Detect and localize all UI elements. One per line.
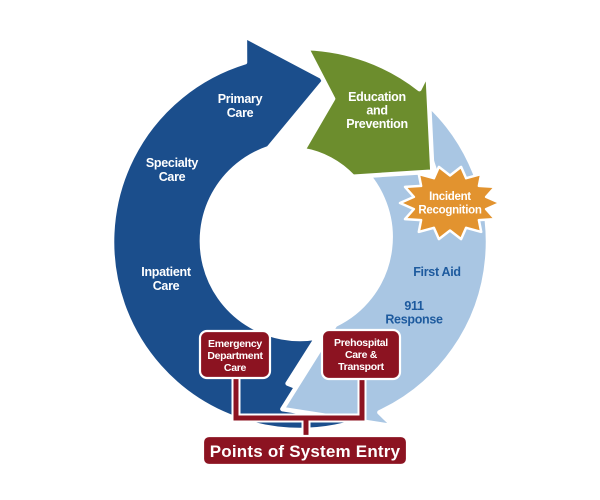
svg-text:Transport: Transport xyxy=(338,361,385,373)
points-of-system-entry-label: Points of System Entry xyxy=(210,442,401,461)
education-prevention-label: Education and Prevention xyxy=(346,90,408,131)
svg-text:Care: Care xyxy=(227,106,254,120)
svg-text:Recognition: Recognition xyxy=(418,205,481,217)
svg-text:Prehospital: Prehospital xyxy=(334,337,388,349)
svg-text:Prevention: Prevention xyxy=(346,117,408,131)
prehospital-care-transport-box xyxy=(320,328,402,381)
points-of-system-entry-box xyxy=(201,434,409,467)
emergency-department-care-box xyxy=(198,329,272,380)
prehospital-care-transport-label: Prehospital Care & Transport xyxy=(334,337,389,373)
svg-text:Care: Care xyxy=(159,170,186,184)
svg-text:and: and xyxy=(366,104,387,118)
emergency-department-care-label: Emergency Department Care xyxy=(207,338,263,374)
911-response-label: 911 Response xyxy=(385,299,443,327)
svg-text:Care &: Care & xyxy=(345,349,378,361)
svg-text:Care: Care xyxy=(153,279,180,293)
primary-care-label: Primary Care xyxy=(218,92,263,120)
svg-text:911: 911 xyxy=(404,299,424,313)
svg-text:Inpatient: Inpatient xyxy=(141,265,192,279)
svg-text:Specialty: Specialty xyxy=(146,156,199,170)
specialty-care-label: Specialty Care xyxy=(146,156,199,184)
incident-recognition-label: Incident Recognition xyxy=(418,191,482,217)
blue-care-cycle-arrow xyxy=(109,34,373,433)
incident-recognition-starburst xyxy=(398,165,502,241)
inpatient-care-label: Inpatient Care xyxy=(141,265,192,293)
svg-text:Response: Response xyxy=(385,313,443,327)
svg-text:Education: Education xyxy=(348,90,406,104)
svg-text:Incident: Incident xyxy=(429,191,471,203)
first-aid-label: First Aid xyxy=(413,265,461,279)
svg-text:Care: Care xyxy=(224,362,247,374)
svg-text:Department: Department xyxy=(207,350,263,362)
svg-text:Emergency: Emergency xyxy=(208,338,262,350)
green-education-arrow xyxy=(300,45,435,179)
svg-text:Primary: Primary xyxy=(218,92,263,106)
